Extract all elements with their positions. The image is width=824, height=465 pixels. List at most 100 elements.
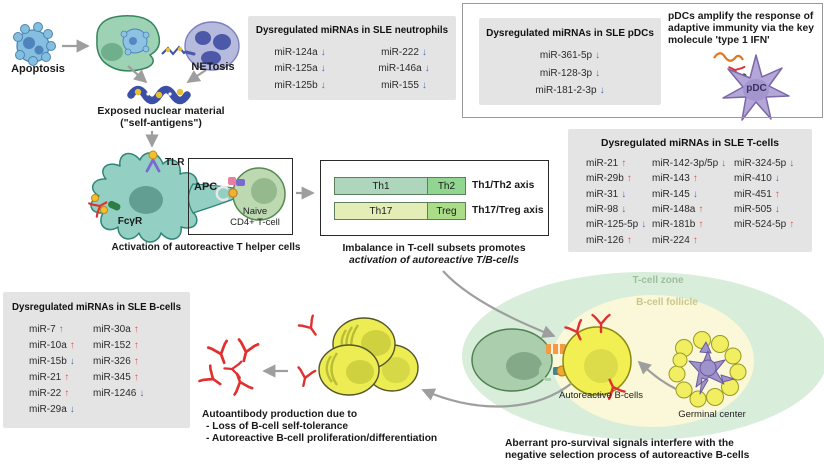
- mir-item: miR-361-5p↓: [479, 47, 661, 65]
- mir-item: miR-22↑: [29, 385, 93, 401]
- mir-item: miR-125b↓: [248, 77, 352, 94]
- down-arrow-icon: ↓: [599, 85, 605, 97]
- mir-name: miR-410: [734, 173, 772, 185]
- mir-name: miR-22: [29, 387, 62, 399]
- mir-name: miR-143: [652, 173, 690, 185]
- neutrophil-box-title: Dysregulated miRNAs in SLE neutrophils: [255, 25, 449, 36]
- down-arrow-icon: ↓: [789, 158, 795, 170]
- tlr-label: TLR: [165, 157, 185, 168]
- up-arrow-icon: ↑: [133, 371, 139, 383]
- up-arrow-icon: ↑: [698, 204, 704, 216]
- up-arrow-icon: ↑: [698, 219, 704, 231]
- th1-segment: Th1: [334, 177, 428, 195]
- mir-item: miR-148a↑: [652, 202, 734, 217]
- up-arrow-icon: ↑: [58, 323, 64, 335]
- mir-name: miR-145: [652, 188, 690, 200]
- up-arrow-icon: ↑: [774, 188, 780, 200]
- th17-treg-bar: Th17 Treg: [334, 202, 466, 220]
- mir-name: miR-152: [93, 339, 131, 351]
- mir-name: miR-125-5p: [586, 219, 639, 231]
- mir-item: miR-142-3p/5p↓: [652, 156, 734, 171]
- mir-name: miR-29b: [586, 173, 624, 185]
- mir-name: miR-326: [93, 355, 131, 367]
- aberrant-caption-line1: Aberrant pro-survival signals interfere …: [505, 438, 734, 449]
- mir-item: miR-10a↑: [29, 337, 93, 353]
- apoptosis-label: Apoptosis: [11, 63, 65, 75]
- germinal-center-label: Germinal center: [678, 409, 746, 420]
- mir-name: miR-128-3p: [539, 67, 593, 79]
- pdc-mirna-list: miR-361-5p↓miR-128-3p↓miR-181-2-3p↓: [479, 47, 661, 100]
- neutrophil-mirna-box: Dysregulated miRNAs in SLE neutrophils m…: [248, 16, 456, 100]
- mir-name: miR-31: [586, 188, 619, 200]
- mir-item: miR-143↑: [652, 171, 734, 186]
- th17-segment: Th17: [334, 202, 428, 220]
- netosis-label: NETosis: [191, 61, 235, 73]
- down-arrow-icon: ↓: [641, 219, 647, 231]
- up-arrow-icon: ↑: [133, 323, 139, 335]
- naive-tcell-icon: [215, 167, 286, 221]
- treg-segment: Treg: [427, 202, 466, 220]
- tcell-mirna-col1: miR-21↑miR-29b↑miR-31↓miR-98↓miR-125-5p↓…: [586, 156, 652, 248]
- mir-item: miR-451↑: [734, 187, 808, 202]
- aberrant-signals-caption: Aberrant pro-survival signals interfere …: [505, 438, 765, 462]
- autoantibody-line2: - Loss of B-cell self-tolerance: [206, 420, 349, 432]
- arrow-gc-to-bcell: [637, 360, 677, 390]
- th17-treg-axis-label: Th17/Treg axis: [472, 205, 544, 216]
- mir-name: miR-125b: [274, 79, 318, 91]
- tcell-mirna-col2: miR-142-3p/5p↓miR-143↑miR-145↓miR-148a↑m…: [652, 156, 734, 248]
- mir-item: miR-410↓: [734, 171, 808, 186]
- mir-name: miR-30a: [93, 323, 131, 335]
- mir-item: miR-128-3p↓: [479, 65, 661, 83]
- mir-name: miR-148a: [652, 204, 696, 216]
- plasma-cells-icon: [293, 314, 419, 396]
- down-arrow-icon: ↓: [774, 204, 780, 216]
- mir-item: miR-31↓: [586, 187, 652, 202]
- germinal-center-icon: [668, 331, 747, 408]
- mir-name: miR-10a: [29, 339, 67, 351]
- mir-item: miR-126↑: [586, 232, 652, 247]
- pdc-cell-icon: [713, 52, 790, 121]
- mir-name: miR-451: [734, 188, 772, 200]
- mir-name: miR-224: [652, 234, 690, 246]
- down-arrow-icon: ↓: [774, 173, 780, 185]
- mir-name: miR-146a: [378, 63, 422, 75]
- mir-name: miR-181b: [652, 219, 696, 231]
- apc-interaction-box: [188, 158, 293, 235]
- mir-name: miR-324-5p: [734, 158, 787, 170]
- down-arrow-icon: ↓: [320, 79, 326, 91]
- mir-item: miR-124a↓: [248, 44, 352, 61]
- tcell-mirna-box: Dysregulated miRNAs in SLE T-cells miR-2…: [568, 129, 812, 252]
- autoantibody-line1: Autoantibody production due to: [202, 409, 358, 420]
- up-arrow-icon: ↑: [69, 339, 75, 351]
- down-arrow-icon: ↓: [692, 188, 698, 200]
- pdc-cell-label: pDC: [746, 83, 767, 94]
- bcell-follicle-label: B-cell follicle: [636, 297, 698, 308]
- autoantibody-cluster-icon: [198, 338, 260, 396]
- down-arrow-icon: ↓: [69, 355, 75, 367]
- up-arrow-icon: ↑: [789, 219, 795, 231]
- pdc-caption: pDCs amplify the response of adaptive im…: [668, 11, 814, 47]
- imbalance-caption-line2: activation of autoreactive T/B-cells: [349, 255, 519, 266]
- mir-item: miR-145↓: [652, 187, 734, 202]
- tlr-receptor-icon: [145, 150, 161, 173]
- pdc-panel: Dysregulated miRNAs in SLE pDCs miR-361-…: [462, 3, 823, 118]
- down-arrow-icon: ↓: [320, 63, 326, 75]
- down-arrow-icon: ↓: [421, 79, 427, 91]
- mir-item: miR-345↑: [93, 369, 173, 385]
- mir-name: miR-7: [29, 323, 56, 335]
- mir-name: miR-126: [586, 234, 624, 246]
- mir-name: miR-505: [734, 204, 772, 216]
- mir-name: miR-345: [93, 371, 131, 383]
- fcyr-immune-complex-icon: [88, 194, 121, 218]
- mir-name: miR-15b: [29, 355, 67, 367]
- th2-segment: Th2: [427, 177, 466, 195]
- node-tcell-icon: [471, 328, 553, 392]
- mir-item: miR-224↑: [652, 232, 734, 247]
- naive-line2: CD4+ T-cell: [230, 217, 280, 229]
- th1-th2-bar: Th1 Th2: [334, 177, 466, 195]
- mir-item: miR-505↓: [734, 202, 808, 217]
- mir-item: miR-152↑: [93, 337, 173, 353]
- mir-item: miR-146a↓: [352, 61, 456, 78]
- naive-line1: Naive: [242, 206, 268, 217]
- apoptotic-cell-icon: [13, 22, 56, 66]
